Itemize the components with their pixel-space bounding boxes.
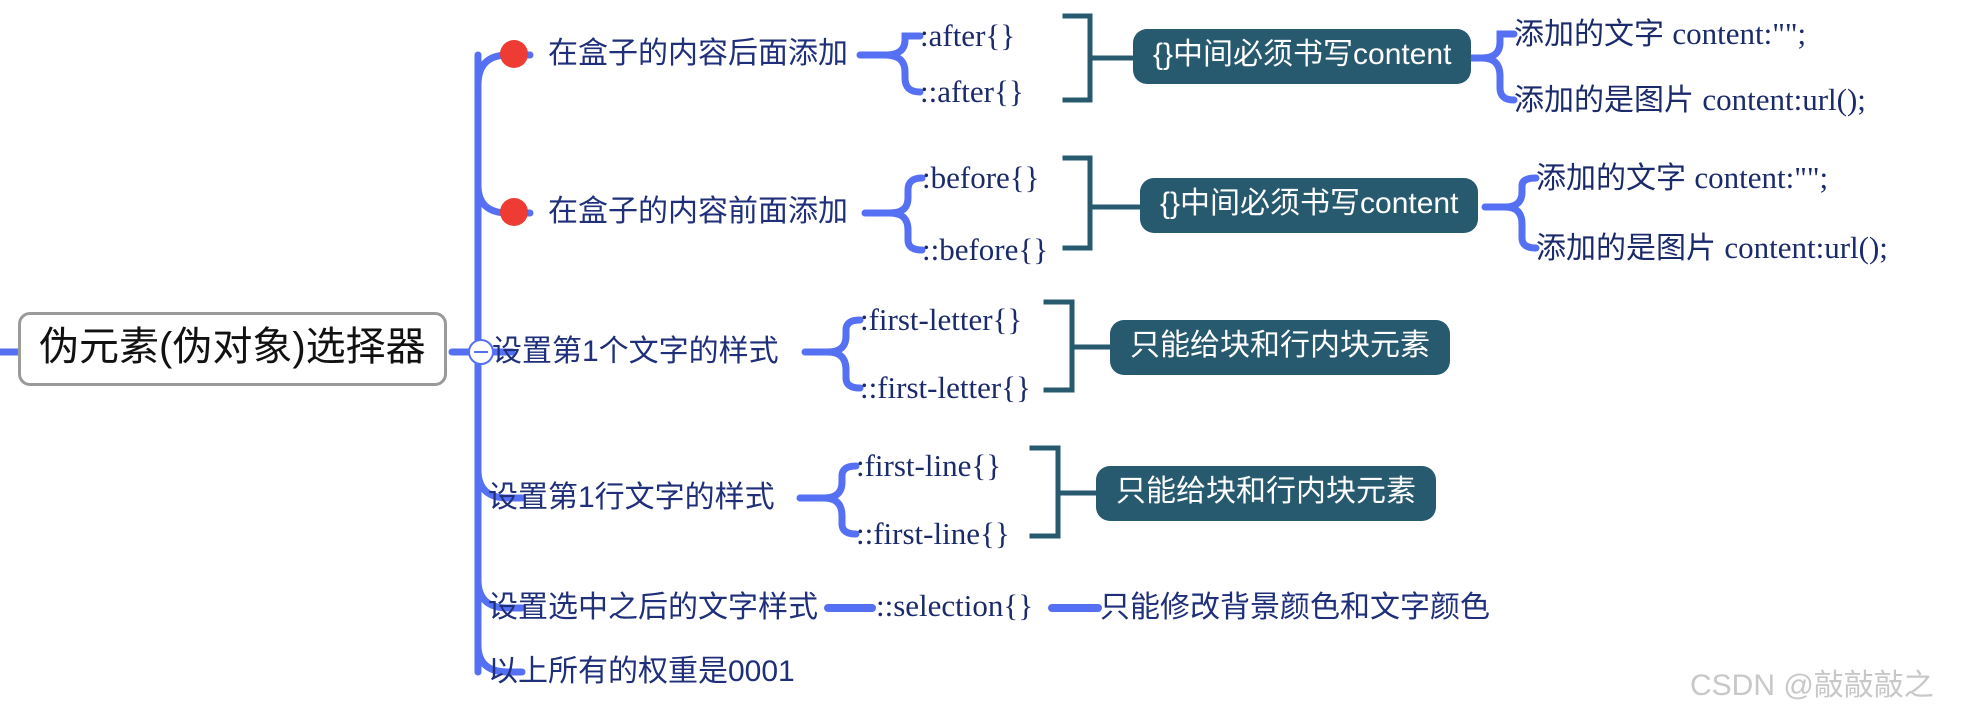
leaf-before-text-cjk: 添加的文字 bbox=[1536, 162, 1686, 195]
badge-after-content[interactable]: {}中间必须书写content bbox=[1133, 29, 1472, 84]
topic-first-line[interactable]: 设置第1行文字的样式 bbox=[488, 481, 775, 514]
leaf-before-text-code: content:""; bbox=[1694, 160, 1829, 195]
leaf-after-text-code: content:""; bbox=[1672, 16, 1807, 51]
leaf-after-text[interactable]: 添加的文字 content:""; bbox=[1514, 18, 1806, 50]
note-selection-scope[interactable]: 只能修改背景颜色和文字颜色 bbox=[1100, 591, 1490, 624]
code-after-single[interactable]: :after{} bbox=[920, 18, 1016, 53]
code-before-double[interactable]: ::before{} bbox=[922, 232, 1049, 267]
code-first-line-double[interactable]: ::first-line{} bbox=[856, 516, 1010, 551]
red-dot-icon bbox=[500, 198, 528, 226]
code-selection[interactable]: ::selection{} bbox=[876, 588, 1034, 623]
red-dot-icon bbox=[500, 40, 528, 68]
code-before-single[interactable]: :before{} bbox=[922, 160, 1040, 195]
code-after-double[interactable]: ::after{} bbox=[920, 74, 1024, 109]
leaf-after-text-cjk: 添加的文字 bbox=[1514, 18, 1664, 51]
topic-before-label: 在盒子的内容前面添加 bbox=[548, 195, 848, 228]
leaf-before-image[interactable]: 添加的是图片 content:url(); bbox=[1536, 232, 1888, 264]
topic-before[interactable]: 在盒子的内容前面添加 bbox=[500, 197, 848, 227]
root-node[interactable]: 伪元素(伪对象)选择器 bbox=[18, 312, 447, 386]
badge-first-letter-scope[interactable]: 只能给块和行内块元素 bbox=[1110, 320, 1450, 375]
leaf-before-text[interactable]: 添加的文字 content:""; bbox=[1536, 162, 1828, 194]
topic-first-letter[interactable]: 设置第1个文字的样式 bbox=[492, 335, 779, 368]
code-first-letter-single[interactable]: :first-letter{} bbox=[860, 302, 1023, 337]
leaf-before-image-code: content:url(); bbox=[1724, 230, 1888, 265]
badge-before-content[interactable]: {}中间必须书写content bbox=[1140, 178, 1479, 233]
leaf-after-image-cjk: 添加的是图片 bbox=[1514, 84, 1694, 117]
topic-after-label: 在盒子的内容后面添加 bbox=[548, 37, 848, 70]
topic-after[interactable]: 在盒子的内容后面添加 bbox=[500, 39, 848, 69]
code-first-letter-double[interactable]: ::first-letter{} bbox=[860, 370, 1031, 405]
code-first-line-single[interactable]: :first-line{} bbox=[856, 448, 1002, 483]
topic-weight[interactable]: 以上所有的权重是0001 bbox=[488, 655, 795, 688]
topic-selection[interactable]: 设置选中之后的文字样式 bbox=[488, 591, 818, 624]
leaf-after-image-code: content:url(); bbox=[1702, 82, 1866, 117]
leaf-before-image-cjk: 添加的是图片 bbox=[1536, 232, 1716, 265]
leaf-after-image[interactable]: 添加的是图片 content:url(); bbox=[1514, 84, 1866, 116]
watermark: CSDN @敲敲敲之 bbox=[1690, 669, 1934, 702]
badge-first-line-scope[interactable]: 只能给块和行内块元素 bbox=[1096, 466, 1436, 521]
collapse-toggle-root[interactable] bbox=[468, 339, 494, 365]
